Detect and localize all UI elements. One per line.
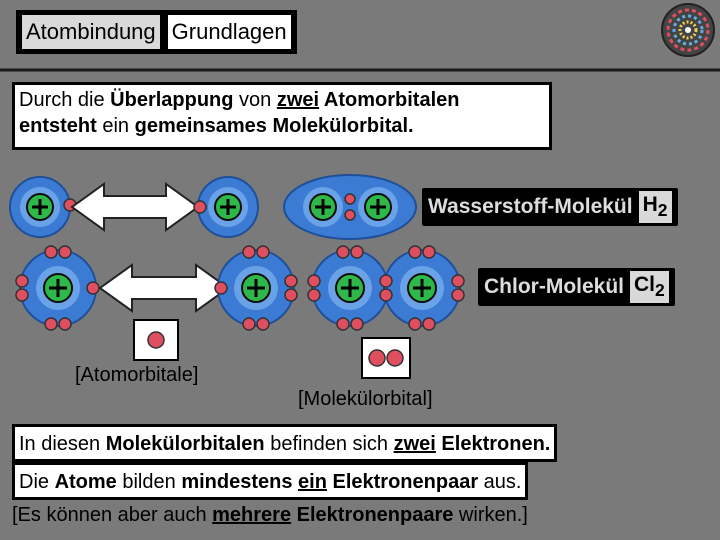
sentence-3: [Es können aber auch mehrere Elektronenp… [12,504,528,527]
formula-symbol: Cl [634,272,655,296]
chlorine-label-text: Chlor-Molekül [484,275,624,298]
title-part-2: Grundlagen [165,13,293,51]
sentence-keyword: mindestens [181,471,293,493]
atomic-orbital-caption: [Atomorbitale] [75,364,199,386]
sentence-keyword: Atome [54,471,117,493]
sentence-text: bilden [116,471,182,493]
sentence-keyword: mehrere [212,504,292,526]
sentence-text: Die [19,471,55,493]
chlorine-atom-left [15,245,100,331]
mandala-logo-icon [661,3,715,57]
hydrogen-label-text: Wasserstoff-Molekül [428,195,633,218]
title-part-1: Atombindung [20,13,162,51]
intro-text: von [233,89,277,111]
sentence-text: In diesen [19,433,106,455]
hydrogen-formula: H2 [638,190,672,224]
intro-keyword: Molekülorbital. [266,115,414,137]
formula-symbol: H [642,192,658,216]
sentence-text: aus. [478,471,522,493]
hydrogen-molecule [283,174,417,240]
molecular-orbital-caption: [Molekülorbital] [298,388,433,410]
sentence-keyword: Elektronenpaar [332,471,479,493]
chlorine-molecule [307,245,465,331]
intro-text: ein [96,115,135,137]
intro-textbox: Durch die Überlappung von zwei Atomorbit… [12,82,552,150]
intro-keyword: Überlappung [110,89,234,111]
hydrogen-atom-right [193,176,259,238]
sentence-2: Die Atome bilden mindestens ein Elektron… [12,462,529,500]
intro-keyword: entsteht [19,115,97,137]
sentence-keyword: Elektronenpaare [296,504,454,526]
molecular-orbital-icon [361,337,411,379]
sentence-text: [Es können aber auch [12,504,213,526]
formula-subscript: 2 [657,200,668,221]
sentence-text: wirken.] [453,504,528,526]
chlorine-molecule-label: Chlor-Molekül Cl2 [478,268,675,306]
intro-text: Durch die [19,89,111,111]
sentence-keyword: ein [298,471,327,493]
sentence-keyword: Elektronen. [435,433,551,455]
chlorine-atom-right [214,245,298,331]
sentence-keyword: zwei [393,433,436,455]
sentence-1: In diesen Molekülorbitalen befinden sich… [12,424,558,462]
intro-keyword: Atomorbitalen [319,89,460,111]
chlorine-formula: Cl2 [630,270,669,304]
sentence-keyword: Molekülorbitalen [105,433,265,455]
hydrogen-molecule-label: Wasserstoff-Molekül H2 [422,188,678,226]
intro-keyword: gemeinsames [134,115,267,137]
atomic-orbital-icon [133,319,179,361]
formula-subscript: 2 [655,280,665,301]
intro-keyword: zwei [276,89,320,111]
page-title: Atombindung Grundlagen [16,10,297,54]
sentence-text: befinden sich [264,433,394,455]
